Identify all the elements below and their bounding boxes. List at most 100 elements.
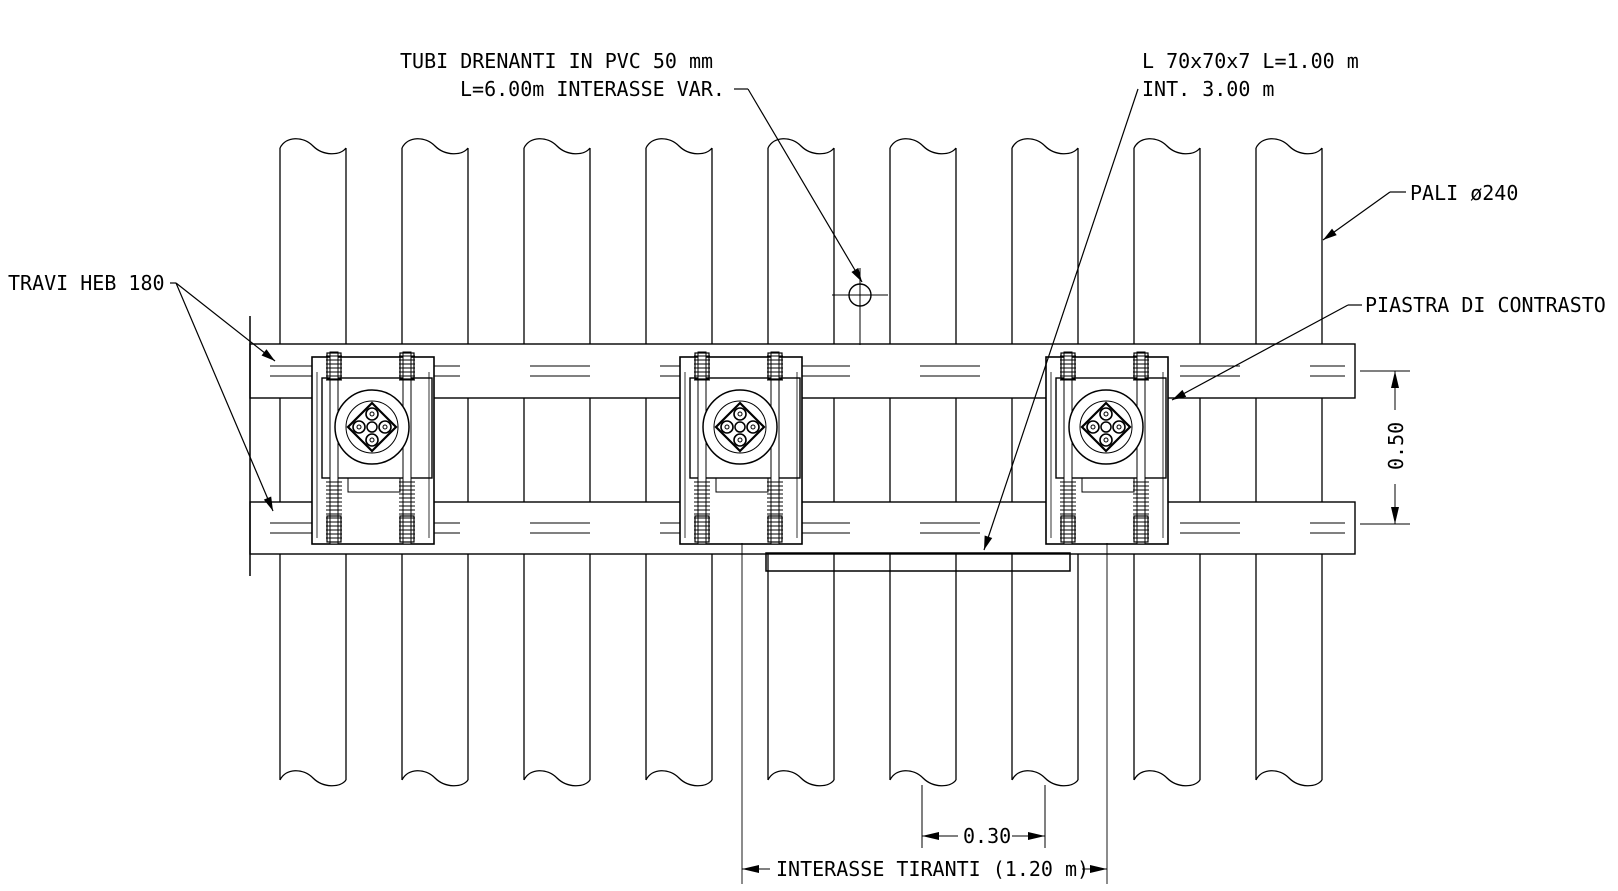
anchor-head-inner xyxy=(713,400,767,454)
nut xyxy=(1133,352,1149,380)
leader-piastra xyxy=(1171,304,1349,401)
dimension-interasse-tiranti xyxy=(741,543,1108,884)
label-pali: PALI ø240 xyxy=(1410,181,1518,205)
dim-arrowhead xyxy=(922,832,939,840)
strand xyxy=(378,420,392,434)
anchor-head-inner xyxy=(345,400,399,454)
dim-arrowhead xyxy=(1028,832,1045,840)
label-tubi-drenanti-line2: L=6.00m INTERASSE VAR. xyxy=(460,77,725,101)
strand xyxy=(352,420,366,434)
plate-stiffener xyxy=(347,477,401,493)
dim-arrowhead xyxy=(1391,371,1399,388)
strand xyxy=(733,407,747,421)
threaded-bar xyxy=(694,351,710,545)
pile-3 xyxy=(523,138,591,787)
strand xyxy=(365,407,379,421)
pile-bottom-break xyxy=(1011,770,1079,787)
leader-arrowhead xyxy=(261,349,275,361)
pile-bottom-break xyxy=(1133,770,1201,787)
threaded-bar-body xyxy=(697,351,707,545)
pile-top-break xyxy=(1133,138,1201,155)
strand-core xyxy=(1103,411,1109,417)
strand-core xyxy=(1090,424,1096,430)
strand-clamp xyxy=(1080,401,1132,453)
leader-arrowhead xyxy=(1323,228,1337,240)
dim-label-interasse-tiranti: INTERASSE TIRANTI (1.20 m) xyxy=(776,857,1089,881)
nut xyxy=(326,515,342,543)
strand xyxy=(365,433,379,447)
strand-core xyxy=(737,411,743,417)
strand xyxy=(720,420,734,434)
strand xyxy=(1086,420,1100,434)
strand-core xyxy=(369,437,375,443)
leader-line xyxy=(747,88,863,283)
dim-arrowhead xyxy=(742,865,759,873)
dimension-0-50 xyxy=(1360,370,1410,525)
strand xyxy=(1112,420,1126,434)
threaded-bar-body xyxy=(1063,351,1073,545)
anchor-assembly-3 xyxy=(1045,351,1169,545)
strand xyxy=(746,420,760,434)
strand xyxy=(733,433,747,447)
pile-top-break xyxy=(1011,138,1079,155)
nut xyxy=(1060,515,1076,543)
pile-bottom-break xyxy=(1255,770,1323,787)
strand-core xyxy=(750,424,756,430)
strand-clamp xyxy=(714,401,766,453)
anchor-plates-group xyxy=(311,351,1169,545)
pile-top-break xyxy=(1255,138,1323,155)
label-tubi-drenanti-line1: TUBI DRENANTI IN PVC 50 mm xyxy=(400,49,713,73)
threaded-bar xyxy=(1060,351,1076,545)
strand xyxy=(734,421,746,433)
strand-core xyxy=(369,411,375,417)
strand-core xyxy=(382,424,388,430)
strand-core xyxy=(356,424,362,430)
dim-label-0-50: 0.50 xyxy=(1384,422,1408,470)
angle-profile-l70 xyxy=(765,552,1071,572)
anchor-assembly-2 xyxy=(679,351,803,545)
nut xyxy=(1060,352,1076,380)
pile-6 xyxy=(889,138,957,787)
strand-core xyxy=(1116,424,1122,430)
nut xyxy=(694,352,710,380)
strand-core xyxy=(724,424,730,430)
leader-travi-upper xyxy=(175,282,276,362)
nut xyxy=(767,352,783,380)
nut xyxy=(326,352,342,380)
leader-travi-lower xyxy=(175,282,274,512)
strand xyxy=(366,421,378,433)
dim-arrowhead xyxy=(1090,865,1107,873)
leader-angle-profile xyxy=(983,88,1139,551)
pile-bottom-break xyxy=(279,770,347,787)
label-travi-heb: TRAVI HEB 180 xyxy=(8,271,165,295)
nut xyxy=(767,515,783,543)
strand-clamp xyxy=(346,401,398,453)
leader-pali xyxy=(1322,191,1391,241)
pile-bottom-break xyxy=(645,770,713,787)
strand-core xyxy=(737,437,743,443)
threaded-bar xyxy=(399,351,415,545)
dimension-0-30 xyxy=(921,785,1046,848)
leader-line xyxy=(175,282,274,512)
pile-9 xyxy=(1255,138,1323,787)
threaded-bar-body xyxy=(402,351,412,545)
anchor-assembly-1 xyxy=(311,351,435,545)
pile-top-break xyxy=(523,138,591,155)
leader-arrowhead xyxy=(984,535,993,550)
nut xyxy=(399,352,415,380)
anchor-head-inner xyxy=(1079,400,1133,454)
leader-tubi-drenanti xyxy=(747,88,863,283)
label-piastra-contrasto: PIASTRA DI CONTRASTO xyxy=(1365,293,1606,317)
label-angle-profile-line1: L 70x70x7 L=1.00 m xyxy=(1142,49,1359,73)
plate-stiffener xyxy=(1081,477,1135,493)
dim-label-0-30: 0.30 xyxy=(963,824,1011,848)
strand xyxy=(1100,421,1112,433)
pile-top-break xyxy=(645,138,713,155)
strand xyxy=(1099,433,1113,447)
leaders-and-dimensions xyxy=(170,88,1410,884)
leader-line xyxy=(175,282,276,362)
threaded-bar-body xyxy=(770,351,780,545)
threaded-bar-body xyxy=(1136,351,1146,545)
